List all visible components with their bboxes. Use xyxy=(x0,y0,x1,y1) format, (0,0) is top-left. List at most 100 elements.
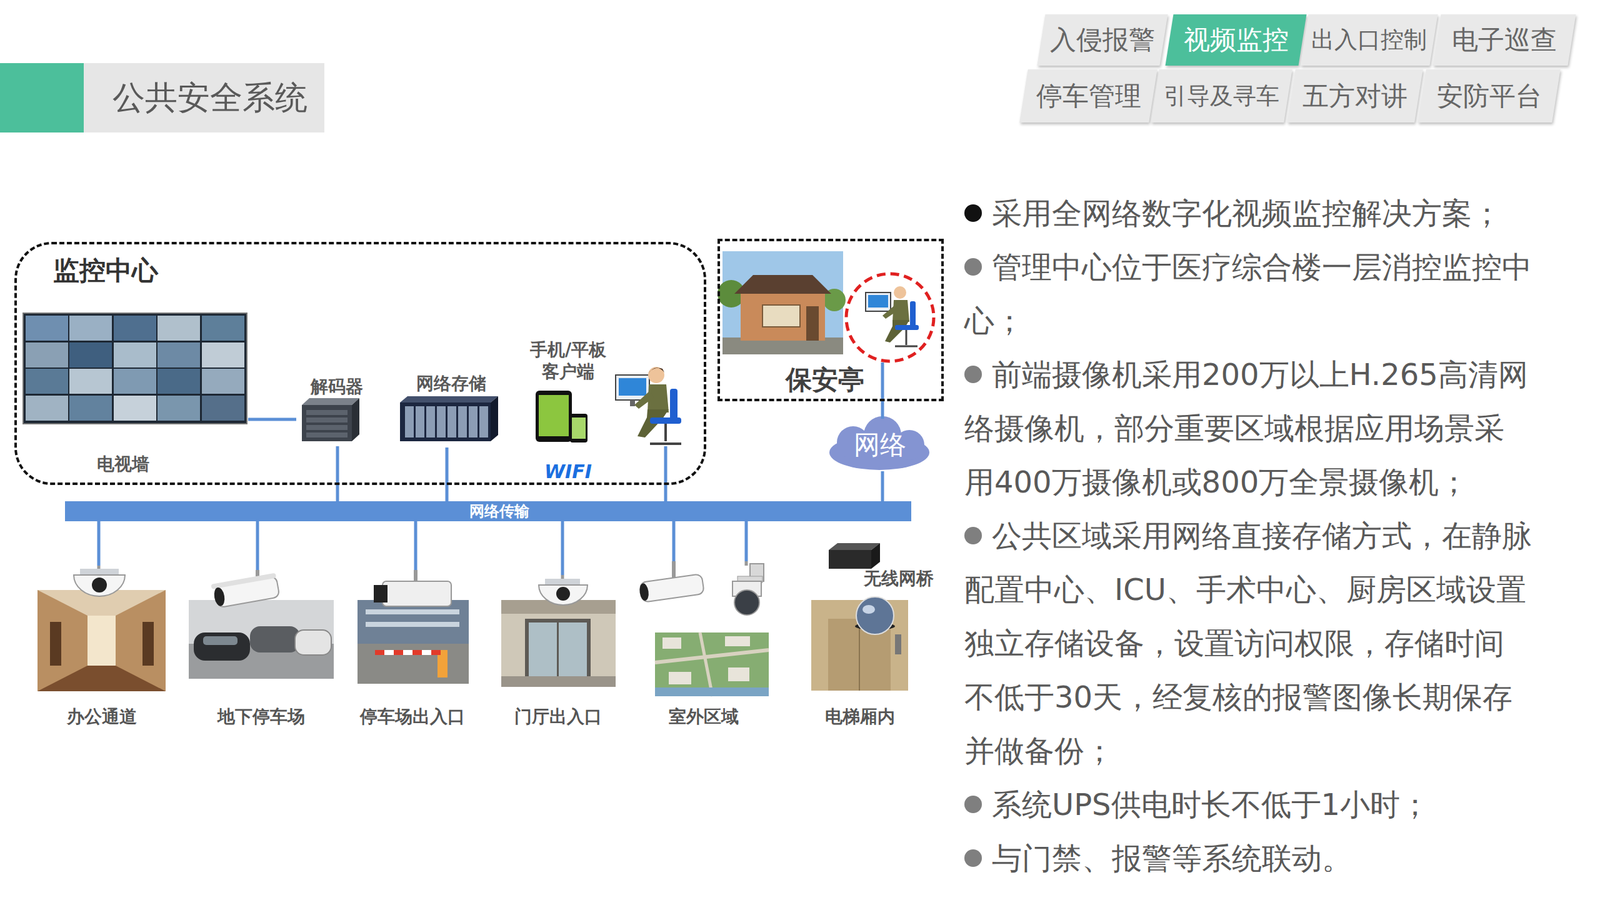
gate-scene-part xyxy=(357,643,469,684)
bullet-camera-part-part xyxy=(639,573,704,603)
connector-line xyxy=(672,521,676,562)
node-label: 无线网桥 xyxy=(863,567,939,590)
gate-scene-part xyxy=(403,650,413,655)
outdoor-scene-part xyxy=(655,632,769,697)
tab-button: 出入口控制 xyxy=(1304,14,1434,66)
storage-device-part xyxy=(405,406,414,438)
network-bus: 网络传输 xyxy=(65,501,912,522)
camera-node: 室外区域 xyxy=(634,561,774,730)
parking-scene-part xyxy=(203,636,238,645)
outdoor-scene-part xyxy=(725,636,750,647)
booth-wire-part xyxy=(881,362,885,400)
gate-scene-part xyxy=(375,650,441,655)
bullet-dot xyxy=(964,204,982,222)
video-wall-part xyxy=(201,342,245,368)
dome-camera-part xyxy=(545,578,580,585)
video-wall-part xyxy=(113,395,157,421)
bullet-text: 与门禁、报警等系统联动。 xyxy=(991,840,1352,876)
operator-figure-part xyxy=(618,378,647,396)
tab-label: 安防平台 xyxy=(1436,78,1542,114)
bullet-camera xyxy=(210,570,280,609)
outdoor-scene-part xyxy=(662,637,682,649)
box-camera-part xyxy=(382,581,452,607)
video-wall-part xyxy=(157,315,200,341)
device-node: 手机/平板 客户端WIFI xyxy=(524,338,612,484)
node-label: 保安亭 xyxy=(762,363,888,397)
bullet-text: 前端摄像机采用200万以上H.265高清网络摄像机，部分重要区域根据应用场景采用… xyxy=(964,356,1529,500)
corridor-scene-part xyxy=(50,621,62,666)
bullet-dot xyxy=(964,526,982,545)
video-wall xyxy=(23,313,247,424)
node-label: 室外区域 xyxy=(634,705,774,728)
ptz-camera-part xyxy=(745,561,749,566)
video-wall-part xyxy=(23,313,247,424)
booth-wire xyxy=(882,362,884,400)
decoder-device-part xyxy=(351,398,360,442)
bullet-dot xyxy=(964,365,982,384)
bullet-item: 与门禁、报警等系统联动。 xyxy=(964,831,1534,885)
node-label: 网络存储 xyxy=(396,372,506,395)
tablet-phone-part xyxy=(571,417,586,439)
operator-figure-part xyxy=(630,400,635,407)
wireless-bridge-device-part xyxy=(871,543,880,569)
device-node: 电视墙 xyxy=(26,316,249,478)
node-label: 地下停车场 xyxy=(186,705,337,728)
operator-figure-part xyxy=(664,423,667,442)
node-label: 办公通道 xyxy=(34,705,169,728)
gate-scene-part xyxy=(421,650,432,655)
operator-figure xyxy=(615,366,682,444)
video-wall-part xyxy=(69,342,112,368)
decoder-device xyxy=(301,398,360,442)
storage-device-part xyxy=(468,406,478,438)
bullet-camera-part xyxy=(210,573,280,609)
red-highlight-circle-part xyxy=(846,273,934,362)
storage-device-part xyxy=(415,406,425,438)
wireless-bridge-device-part xyxy=(828,543,880,550)
zone-region: 监控中心电视墙解码器网络存储手机/平板 客户端WIFI xyxy=(14,241,707,485)
video-wall-part xyxy=(69,395,112,421)
operator-figure-part xyxy=(648,367,665,374)
booth-photo xyxy=(717,251,846,355)
node-label: 电视墙 xyxy=(85,453,161,475)
dome-camera-part xyxy=(80,568,119,575)
camera-node: 办公通道 xyxy=(34,565,169,730)
connector-line xyxy=(414,521,418,570)
tablet-phone-part xyxy=(538,395,569,437)
camera-node: 门厅出入口 xyxy=(496,575,619,730)
outdoor-scene-part xyxy=(700,632,713,697)
outdoor-scene-part xyxy=(655,650,769,663)
wireless-bridge-device-part xyxy=(828,550,872,569)
ptz-camera-part xyxy=(734,590,760,615)
device-node: 解码器 xyxy=(296,374,378,447)
elevator-scene-part xyxy=(856,596,894,635)
tab-button: 引导及寻车 xyxy=(1155,69,1289,123)
connector-line xyxy=(445,447,449,502)
bullet-dot xyxy=(964,258,982,276)
tab-label: 入侵报警 xyxy=(1050,22,1155,58)
parking-scene-part xyxy=(188,600,334,679)
red-highlight-circle xyxy=(846,273,934,362)
operator-figure-part xyxy=(650,442,682,445)
red-highlight-circle-part xyxy=(893,286,907,299)
bullet-text: 公共区域采用网络直接存储方式，在静脉配置中心、ICU、手术中心、厨房区域设置独立… xyxy=(964,518,1532,769)
connector-line xyxy=(561,521,565,575)
bullet-item: 公共区域采用网络直接存储方式，在静脉配置中心、ICU、手术中心、厨房区域设置独立… xyxy=(964,508,1534,778)
lobby-scene xyxy=(501,600,616,687)
booth-photo-part xyxy=(740,293,825,341)
elevator-scene-part xyxy=(862,605,875,614)
bullet-item: 管理中心位于医疗综合楼一层消控监控中心； xyxy=(964,240,1534,348)
dome-camera-part xyxy=(556,586,570,601)
storage-device-part xyxy=(490,396,499,442)
elevator-scene xyxy=(811,596,909,691)
storage-device-part xyxy=(436,406,446,438)
gate-scene-part xyxy=(384,650,394,655)
dome-camera-part xyxy=(91,577,107,593)
parking-scene-part xyxy=(193,632,250,661)
tab-button: 安防平台 xyxy=(1421,69,1557,123)
video-wall-part xyxy=(113,342,157,368)
parking-scene-part xyxy=(295,630,332,655)
corridor-scene xyxy=(37,590,166,692)
camera-node: 停车场出入口 xyxy=(353,570,472,730)
bullet-camera-part xyxy=(638,573,704,603)
node-label: 解码器 xyxy=(296,375,378,398)
